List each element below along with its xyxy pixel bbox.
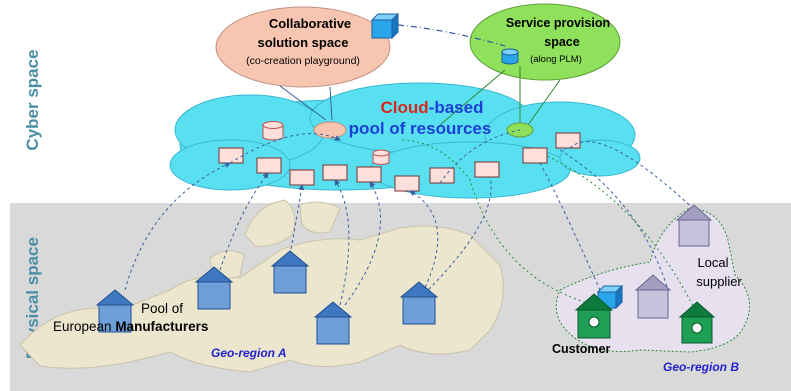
collaborative-space — [215, 6, 391, 88]
house-icon — [95, 289, 135, 333]
database-icon — [501, 48, 519, 65]
customer-links — [399, 139, 696, 311]
collab-subtitle: (co-creation playground) — [246, 55, 360, 67]
resource-box — [256, 157, 282, 174]
house-icon — [399, 281, 439, 325]
manufacturers-word: Manufacturers — [115, 319, 208, 334]
service-links — [439, 66, 561, 126]
cloud-based: -based — [429, 98, 484, 117]
manufacturer-links — [124, 129, 701, 306]
resource-box — [555, 132, 581, 149]
house-icon — [634, 274, 672, 319]
collab-title-2: solution space — [257, 35, 348, 50]
manufacturers-label: European Manufacturers — [53, 319, 208, 334]
service-subtitle: (along PLM) — [530, 54, 582, 65]
collab-service-link — [397, 24, 506, 47]
house-icon — [270, 250, 310, 294]
pool-of-label: Pool of — [141, 301, 183, 316]
resource-box — [356, 166, 382, 183]
geo-region-a-label: Geo-region A — [211, 346, 287, 360]
service-title-1: Service provision — [506, 16, 610, 30]
resource-box — [474, 161, 500, 178]
cube-icon — [370, 12, 400, 40]
collab-title-1: Collaborative — [269, 16, 351, 31]
resource-box — [522, 147, 548, 164]
supplier-label: supplier — [696, 274, 742, 289]
collab-links — [279, 85, 333, 121]
house-icon — [194, 266, 234, 310]
house-icon — [675, 204, 713, 247]
resource-boxes — [218, 132, 581, 192]
house-icon — [313, 301, 353, 345]
cloud-title-1: Cloud-based — [381, 98, 484, 117]
node-ellipse-icon — [313, 121, 347, 139]
house-icon — [574, 293, 614, 339]
cyber-space-label: Cyber space — [23, 49, 42, 150]
european-word: European — [53, 319, 115, 334]
resource-box — [322, 164, 348, 181]
house-icon — [678, 301, 716, 344]
resource-box — [218, 147, 244, 164]
cloud-title-2: pool of resources — [349, 119, 492, 138]
database-icon — [372, 149, 390, 165]
europe-map — [19, 199, 504, 373]
cloud-word: Cloud — [381, 98, 429, 117]
customer-label: Customer — [552, 342, 610, 356]
resource-box — [289, 169, 315, 186]
local-label: Local — [697, 255, 728, 270]
resource-box — [394, 175, 420, 192]
resource-box — [429, 167, 455, 184]
database-icon — [262, 121, 284, 141]
service-title-2: space — [544, 35, 579, 49]
geo-region-b-label: Geo-region B — [663, 360, 739, 374]
